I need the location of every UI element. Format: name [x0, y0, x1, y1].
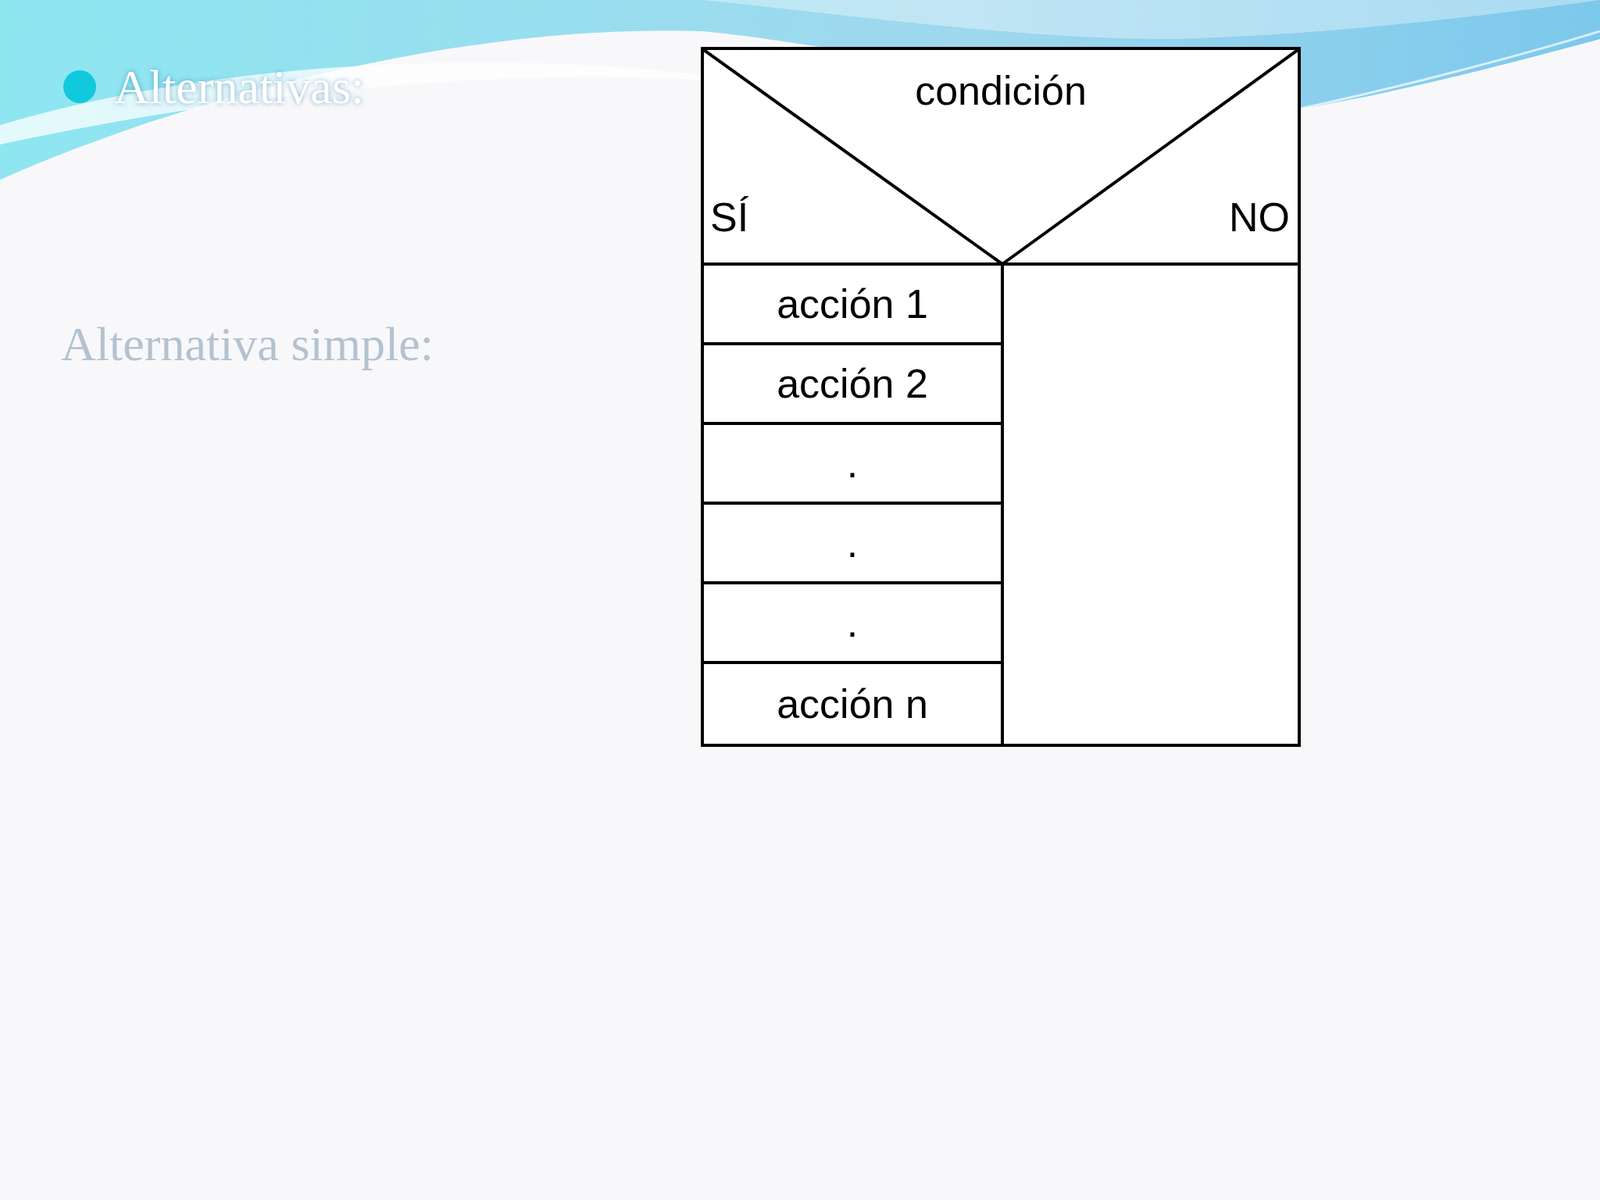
branch-divider	[1000, 265, 1004, 744]
action-text: acción n	[776, 680, 929, 728]
wave-line	[1296, 31, 1600, 110]
yes-label: SÍ	[710, 193, 749, 241]
action-text: acción 1	[776, 280, 929, 328]
wave-highlight	[703, 0, 1600, 40]
slide-heading: Alternativas:	[114, 59, 365, 115]
bullet	[63, 70, 97, 104]
action-cell: .	[703, 425, 1004, 505]
no-label: NO	[1228, 193, 1290, 241]
action-text: .	[846, 599, 858, 647]
action-cell: acción 2	[703, 345, 1004, 425]
condition-text: condición	[703, 67, 1298, 115]
subheading: Alternativa simple:	[60, 316, 434, 372]
action-text: acción 2	[776, 360, 929, 408]
action-cell: .	[703, 504, 1004, 585]
selection-structure: acción 1 acción 2... acción n condiciónSÍ NO	[700, 46, 1301, 747]
action-text: .	[846, 519, 858, 567]
action-text: .	[846, 439, 858, 487]
action-cell: acción 1	[703, 265, 1004, 346]
action-cell: acción n	[703, 664, 1004, 744]
action-cell: .	[703, 584, 1004, 665]
